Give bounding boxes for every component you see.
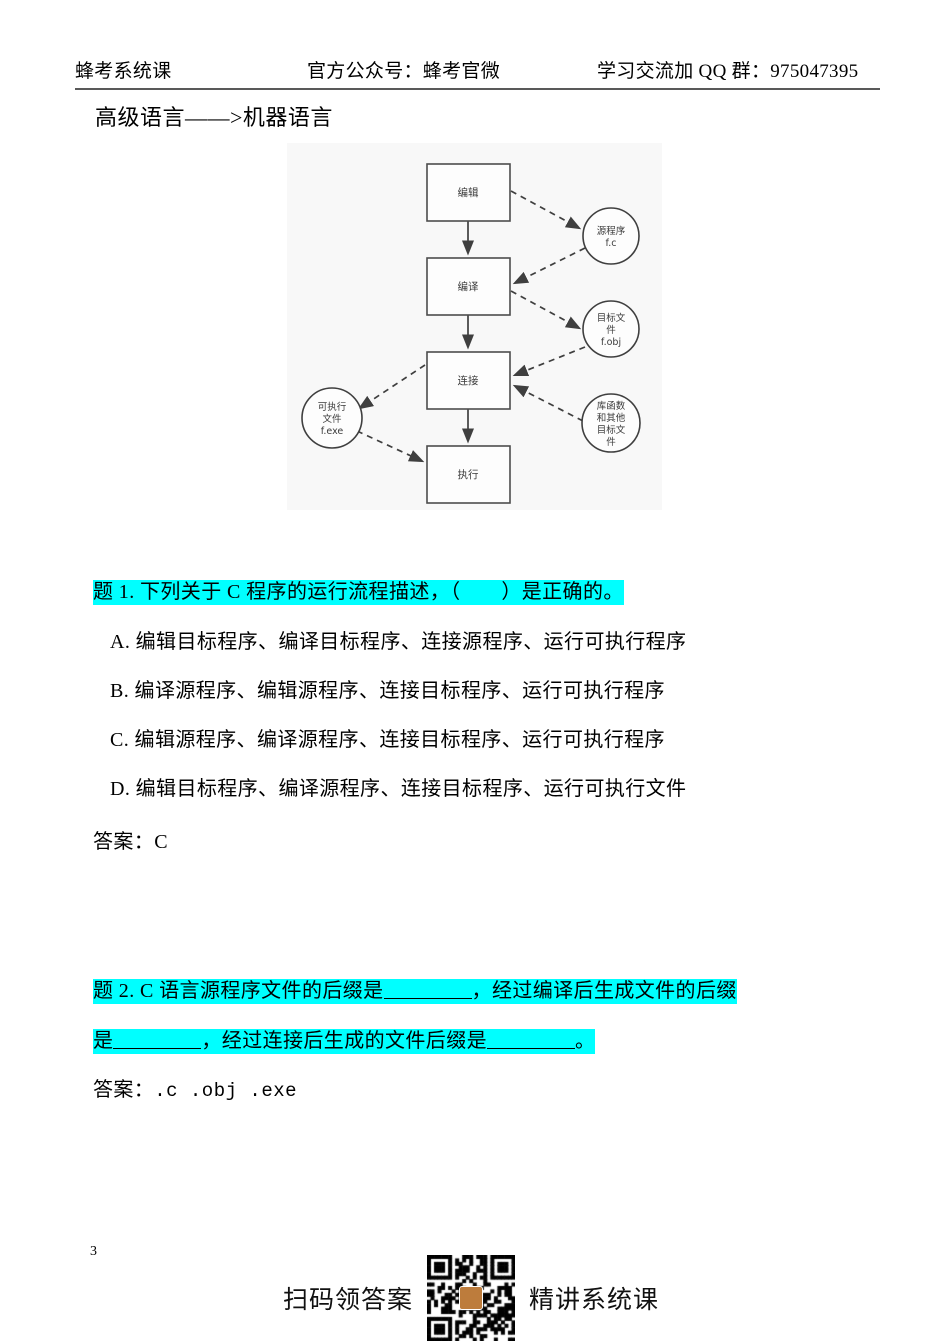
flowchart-svg: 编辑 编译 连接 执行 源程序 f.c 目标文 件 f.obj 可执行 文件 f… <box>301 163 641 504</box>
edge-link-exe <box>357 364 426 410</box>
node-circle-lib <box>581 393 641 453</box>
question-2-answer: 答案：.c .obj .exe <box>93 1073 297 1102</box>
question-1-option-c: C. 编辑源程序、编译源程序、连接目标程序、运行可执行程序 <box>110 729 665 751</box>
node-circle-object <box>582 300 640 358</box>
footer-promo: 扫码领答案 精讲系统课 <box>283 1255 659 1341</box>
question-1-option-b: B. 编译源程序、编辑源程序、连接目标程序、运行可执行程序 <box>110 680 665 702</box>
edge-exe-run <box>356 430 425 463</box>
question-2-answer-label: 答案： <box>93 1079 155 1101</box>
node-label-lib-1: 库函数 <box>597 400 626 412</box>
node-box-compile <box>426 257 511 316</box>
header-divider <box>75 88 880 90</box>
node-label-exe-2: 文件 <box>322 413 342 425</box>
question-2-blank-3 <box>487 1029 576 1049</box>
header-qq-group: 学习交流加 QQ 群：975047395 <box>597 61 859 82</box>
node-label-source-1: 源程序 <box>597 225 626 237</box>
question-1-option-a: A. 编辑目标程序、编译目标程序、连接源程序、运行可执行程序 <box>110 631 687 653</box>
question-2-part-3: 是 <box>93 1030 114 1052</box>
header-official-account: 官方公众号：蜂考官微 <box>307 61 501 82</box>
edge-lib-link <box>512 384 584 422</box>
flowchart-panel: 编辑 编译 连接 执行 源程序 f.c 目标文 件 f.obj 可执行 文件 f… <box>287 143 662 510</box>
node-circle-source <box>582 207 640 265</box>
edge-compile-object <box>510 290 582 330</box>
question-2-part-1: 题 2. C 语言源程序文件的后缀是 <box>93 980 384 1002</box>
question-2-stem-line-1: 题 2. C 语言源程序文件的后缀是 ，经过编译后生成文件的后缀 <box>93 974 737 1004</box>
edge-source-compile <box>512 247 586 285</box>
footer-scan-text: 扫码领答案 <box>283 1285 414 1314</box>
question-2-stem-line-2: 是 ，经过连接后生成的文件后缀是 。 <box>93 1024 596 1054</box>
node-label-lib-4: 件 <box>606 436 616 448</box>
question-2-blank-1 <box>383 979 472 999</box>
node-label-source-2: f.c <box>606 238 617 249</box>
question-2-part-5: 。 <box>575 1030 596 1052</box>
node-box-run <box>426 445 511 504</box>
question-2-part-4: ，经过连接后生成的文件后缀是 <box>201 1030 488 1052</box>
node-circle-exe <box>301 387 363 449</box>
question-2-part-2: ，经过编译后生成文件的后缀 <box>471 980 737 1002</box>
node-label-exe-1: 可执行 <box>318 401 347 413</box>
edge-object-link <box>512 346 586 376</box>
node-box-edit <box>426 163 511 222</box>
question-1-stem: 题 1. 下列关于 C 程序的运行流程描述，（ ）是正确的。 <box>93 575 624 605</box>
header-brand: 蜂考系统课 <box>75 61 172 82</box>
node-label-object-1: 目标文 <box>597 312 626 324</box>
qr-code[interactable] <box>427 1255 516 1341</box>
question-2-answer-value: .c .obj .exe <box>154 1080 298 1102</box>
qr-code-logo <box>459 1286 484 1310</box>
question-2-stem-line-2-text: 是 ，经过连接后生成的文件后缀是 。 <box>93 1029 596 1054</box>
question-2-stem-line-1-text: 题 2. C 语言源程序文件的后缀是 ，经过编译后生成文件的后缀 <box>93 979 737 1004</box>
page-number: 3 <box>90 1244 97 1259</box>
edge-edit-source <box>510 190 582 230</box>
node-label-compile: 编译 <box>458 280 479 293</box>
node-label-edit: 编辑 <box>458 186 479 199</box>
question-1-answer: 答案：C <box>93 831 168 853</box>
node-box-link <box>426 351 511 410</box>
node-label-object-3: f.obj <box>601 337 621 348</box>
node-label-object-2: 件 <box>606 324 616 336</box>
footer-course-text: 精讲系统课 <box>529 1285 660 1314</box>
question-1-stem-text: 题 1. 下列关于 C 程序的运行流程描述，（ ）是正确的。 <box>93 580 624 605</box>
section-title: 高级语言——>机器语言 <box>95 105 333 130</box>
node-label-lib-2: 和其他 <box>597 412 626 424</box>
page-header: 蜂考系统课 官方公众号：蜂考官微 学习交流加 QQ 群：975047395 <box>75 56 880 86</box>
question-2-blank-2 <box>113 1029 202 1049</box>
node-label-lib-3: 目标文 <box>597 424 626 436</box>
question-1-option-d: D. 编辑目标程序、编译源程序、连接目标程序、运行可执行文件 <box>110 778 687 800</box>
node-label-link: 连接 <box>458 374 479 387</box>
node-label-run: 执行 <box>458 468 479 481</box>
node-label-exe-3: f.exe <box>321 426 344 437</box>
